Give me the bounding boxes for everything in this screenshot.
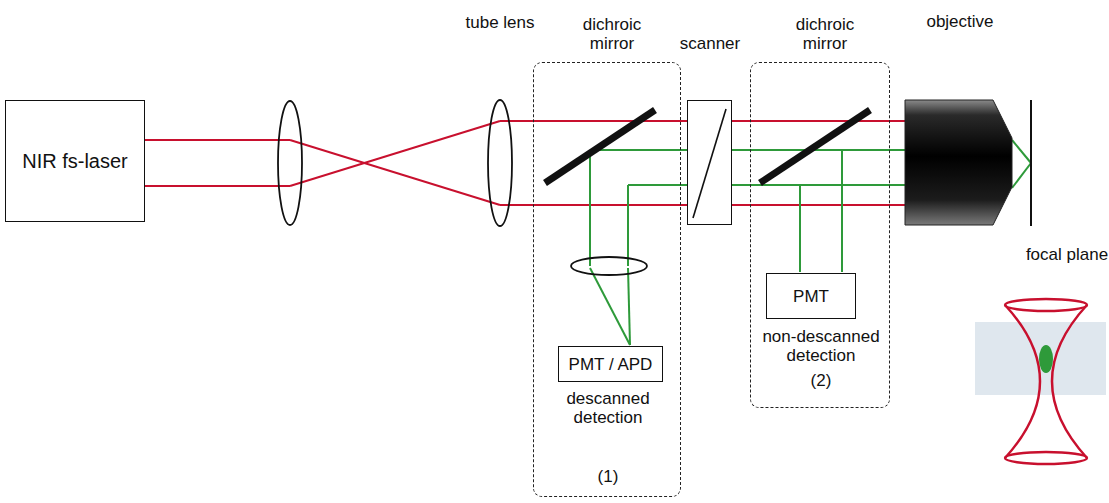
- expanding-beam: [290, 121, 500, 186]
- detector-box: PMT: [766, 273, 856, 319]
- group-label: non-descanned detection: [756, 327, 886, 365]
- tube-lens: [488, 100, 512, 226]
- group-label: descanned detection: [548, 389, 668, 427]
- laser-beam: [145, 185, 290, 187]
- emission-line: [628, 184, 905, 186]
- detection-group: PMT non-descanned detection (2): [750, 62, 890, 408]
- emission-cone: [1012, 140, 1031, 163]
- emission-line: [799, 185, 801, 272]
- dichroic-mirror: [545, 110, 655, 183]
- component-label: dichroic mirror: [785, 15, 865, 53]
- inset-label: focal plane: [1012, 245, 1109, 264]
- laser-box: NIR fs-laser: [5, 100, 145, 222]
- callout-number: (1): [548, 467, 668, 486]
- scan-mirror: [693, 109, 726, 218]
- emission-line: [627, 185, 629, 266]
- callout-number: (2): [756, 371, 886, 390]
- detector-box: PMT / APD: [558, 346, 663, 382]
- objective-lens: objective: [905, 100, 1015, 225]
- emission-line: [589, 150, 591, 266]
- expanding-beam: [290, 140, 500, 205]
- component-label: tube lens: [450, 13, 550, 32]
- group-label: objective: [900, 12, 1020, 31]
- beam-section: [1005, 299, 1087, 311]
- detection-group: PMT / APD descanned detection (1): [533, 62, 681, 497]
- box-label: PMT / APD: [569, 355, 653, 374]
- detector-lens: [571, 257, 647, 275]
- box-label: NIR fs-laser: [22, 150, 128, 173]
- component-label: dichroic mirror: [572, 15, 652, 53]
- objective-body: [905, 100, 1012, 225]
- laser-beam: [145, 139, 290, 141]
- scanner-box: scanner: [687, 100, 732, 225]
- sample-plane: [1030, 100, 1032, 226]
- box-label: PMT: [793, 287, 829, 306]
- group-label: scanner: [660, 34, 760, 53]
- focused-emission: [590, 268, 630, 345]
- focal-spot: [1039, 345, 1053, 373]
- beam-waist: [1052, 305, 1087, 458]
- dichroic-mirror: [760, 110, 870, 183]
- lens: [278, 101, 302, 225]
- scanner-mirror: [688, 101, 733, 226]
- focus-hourglass: [1005, 299, 1087, 464]
- objective-shape: [905, 100, 1015, 225]
- focused-emission: [628, 268, 630, 345]
- emission-cone: [1012, 163, 1031, 188]
- beam-waist: [1005, 305, 1040, 458]
- emission-line: [841, 150, 843, 272]
- emission-line: [590, 149, 905, 151]
- beam-section: [1005, 452, 1087, 464]
